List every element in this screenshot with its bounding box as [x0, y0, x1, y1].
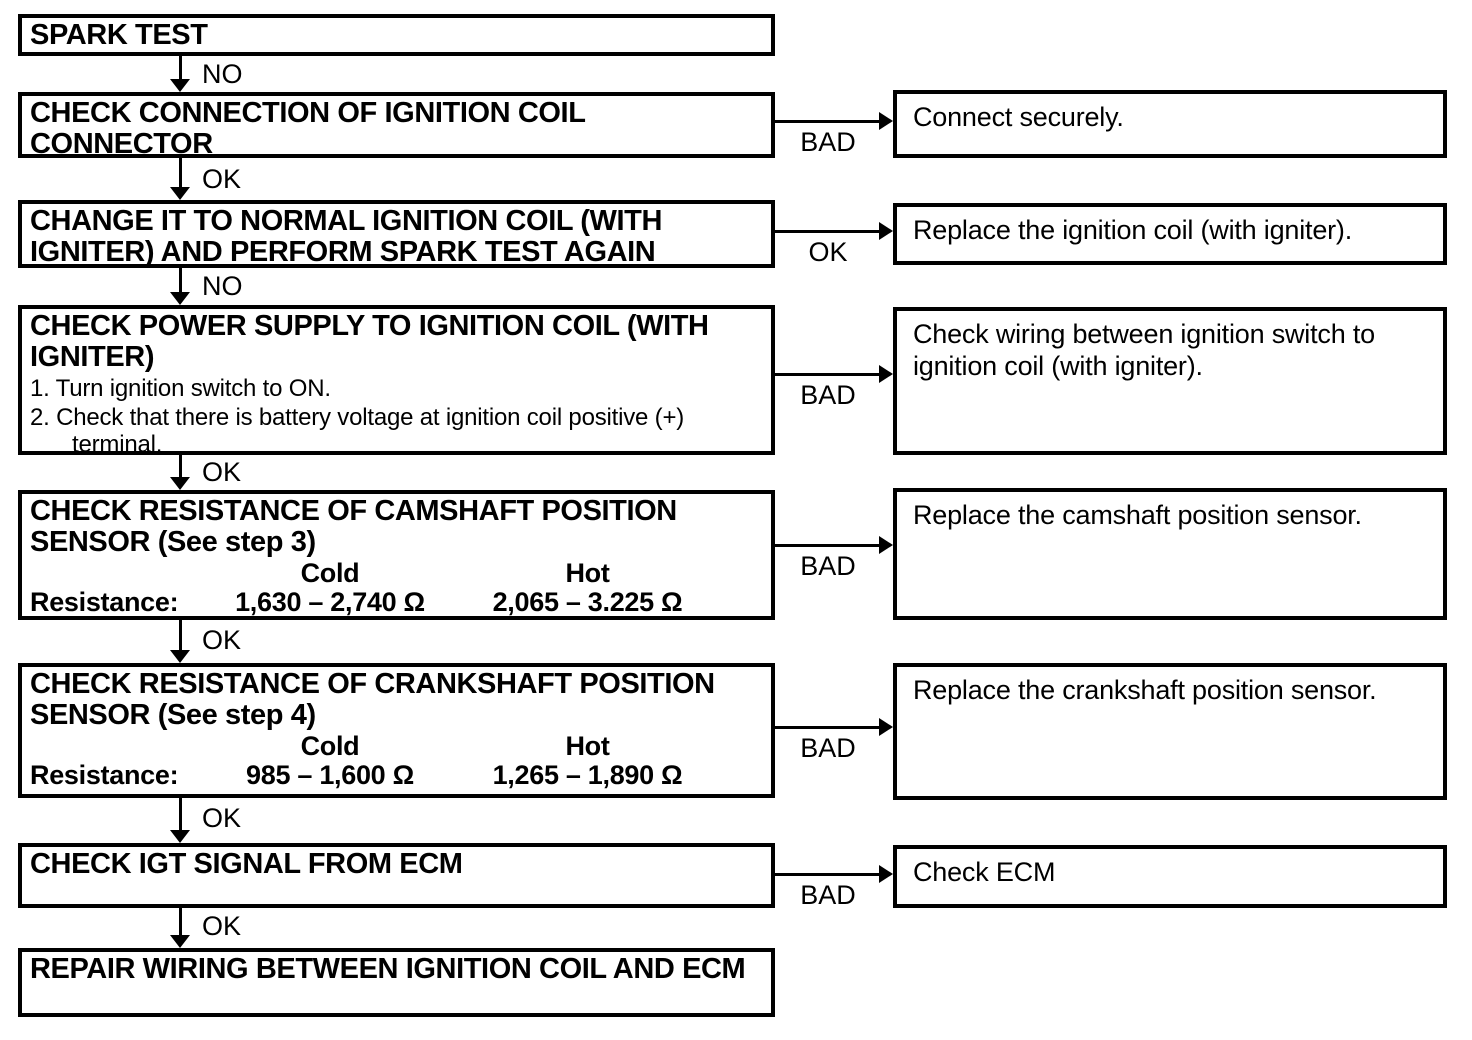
branch-arrow-icon — [879, 718, 893, 736]
branch-arrow-line — [775, 120, 881, 123]
branch-arrow-label: BAD — [800, 127, 856, 157]
step-title: CHECK POWER SUPPLY TO IGNITION COIL (WIT… — [30, 310, 709, 373]
branch-arrow-line — [775, 230, 881, 233]
step-box-camshaft-resistance: CHECK RESISTANCE OF CAMSHAFT POSITION SE… — [18, 490, 775, 620]
step-box-change-coil: CHANGE IT TO NORMAL IGNITION COIL (WITH … — [18, 200, 775, 268]
step-title: CHECK RESISTANCE OF CRANKSHAFT POSITION … — [30, 668, 715, 731]
action-text: Replace the ignition coil (with igniter)… — [913, 215, 1353, 245]
resistance-label: Resistance: — [30, 760, 179, 790]
step-title: CHECK CONNECTION OF IGNITION COIL CONNEC… — [30, 97, 585, 160]
down-arrow-line — [179, 455, 182, 478]
step-title: CHECK RESISTANCE OF CAMSHAFT POSITION SE… — [30, 495, 677, 558]
down-arrow-icon — [170, 292, 190, 305]
down-arrow-line — [179, 908, 182, 936]
down-arrow-icon — [170, 477, 190, 490]
branch-arrow-line — [775, 373, 881, 376]
branch-arrow-icon — [879, 222, 893, 240]
step-instruction: 2. Check that there is battery voltage a… — [30, 404, 685, 458]
branch-arrow-label: BAD — [800, 733, 856, 763]
down-arrow-label: OK — [202, 911, 242, 941]
branch-arrow-label: BAD — [800, 880, 856, 910]
resistance-label: Resistance: — [30, 587, 179, 617]
down-arrow-line — [179, 158, 182, 188]
step-title: CHECK IGT SIGNAL FROM ECM — [30, 848, 463, 880]
step-title: REPAIR WIRING BETWEEN IGNITION COIL AND … — [30, 953, 746, 985]
branch-arrow-icon — [879, 112, 893, 130]
step-box-check-power-supply: CHECK POWER SUPPLY TO IGNITION COIL (WIT… — [18, 305, 775, 458]
step-box-crankshaft-resistance: CHECK RESISTANCE OF CRANKSHAFT POSITION … — [18, 663, 775, 798]
branch-arrow-label: BAD — [800, 551, 856, 581]
down-arrow-icon — [170, 935, 190, 948]
resistance-table: Cold Hot Resistance: 985 – 1,600 Ω 1,265… — [30, 732, 763, 790]
cold-header: Cold — [300, 558, 360, 588]
hot-value: 2,065 – 3.225 Ω — [492, 587, 683, 617]
branch-arrow-label: BAD — [800, 380, 856, 410]
step-box-check-igt-signal: CHECK IGT SIGNAL FROM ECM — [18, 843, 775, 908]
step-title: SPARK TEST — [30, 19, 208, 51]
spacer-cell — [30, 559, 205, 587]
branch-arrow-icon — [879, 365, 893, 383]
step-box-check-connection: CHECK CONNECTION OF IGNITION COIL CONNEC… — [18, 92, 775, 160]
spacer-cell — [30, 732, 205, 760]
branch-arrow-icon — [879, 865, 893, 883]
action-box-connect-securely: Connect securely. — [893, 90, 1447, 158]
action-box-replace-crankshaft-sensor: Replace the crankshaft position sensor. — [893, 663, 1447, 800]
step-instruction: 1. Turn ignition switch to ON. — [30, 375, 331, 402]
down-arrow-icon — [170, 830, 190, 843]
action-box-replace-camshaft-sensor: Replace the camshaft position sensor. — [893, 488, 1447, 620]
hot-header: Hot — [565, 558, 610, 588]
step-box-spark-test: SPARK TEST — [18, 14, 775, 56]
down-arrow-label: OK — [202, 164, 242, 194]
action-text: Replace the camshaft position sensor. — [913, 500, 1362, 530]
down-arrow-line — [179, 268, 182, 293]
branch-arrow-line — [775, 544, 881, 547]
action-box-check-wiring: Check wiring between ignition switch to … — [893, 307, 1447, 455]
step-title: CHANGE IT TO NORMAL IGNITION COIL (WITH … — [30, 205, 663, 268]
down-arrow-line — [179, 798, 182, 831]
cold-header: Cold — [300, 731, 360, 761]
down-arrow-label: OK — [202, 457, 242, 487]
down-arrow-label: NO — [202, 59, 243, 89]
action-text: Check wiring between ignition switch to … — [913, 319, 1375, 381]
action-text: Replace the crankshaft position sensor. — [913, 675, 1377, 705]
down-arrow-icon — [170, 79, 190, 92]
resistance-table: Cold Hot Resistance: 1,630 – 2,740 Ω 2,0… — [30, 559, 763, 617]
action-text: Connect securely. — [913, 102, 1124, 132]
down-arrow-label: OK — [202, 625, 242, 655]
down-arrow-line — [179, 56, 182, 80]
step-box-repair-wiring: REPAIR WIRING BETWEEN IGNITION COIL AND … — [18, 948, 775, 1017]
branch-arrow-icon — [879, 536, 893, 554]
action-box-replace-ignition-coil: Replace the ignition coil (with igniter)… — [893, 203, 1447, 265]
branch-arrow-line — [775, 726, 881, 729]
branch-arrow-line — [775, 873, 881, 876]
down-arrow-icon — [170, 650, 190, 663]
action-box-check-ecm: Check ECM — [893, 845, 1447, 908]
down-arrow-icon — [170, 187, 190, 200]
cold-value: 1,630 – 2,740 Ω — [235, 587, 425, 617]
down-arrow-line — [179, 620, 182, 651]
action-text: Check ECM — [913, 857, 1056, 887]
down-arrow-label: OK — [202, 803, 242, 833]
hot-value: 1,265 – 1,890 Ω — [492, 760, 683, 790]
branch-arrow-label: OK — [808, 237, 848, 267]
hot-header: Hot — [565, 731, 610, 761]
down-arrow-label: NO — [202, 271, 243, 301]
cold-value: 985 – 1,600 Ω — [246, 760, 414, 790]
